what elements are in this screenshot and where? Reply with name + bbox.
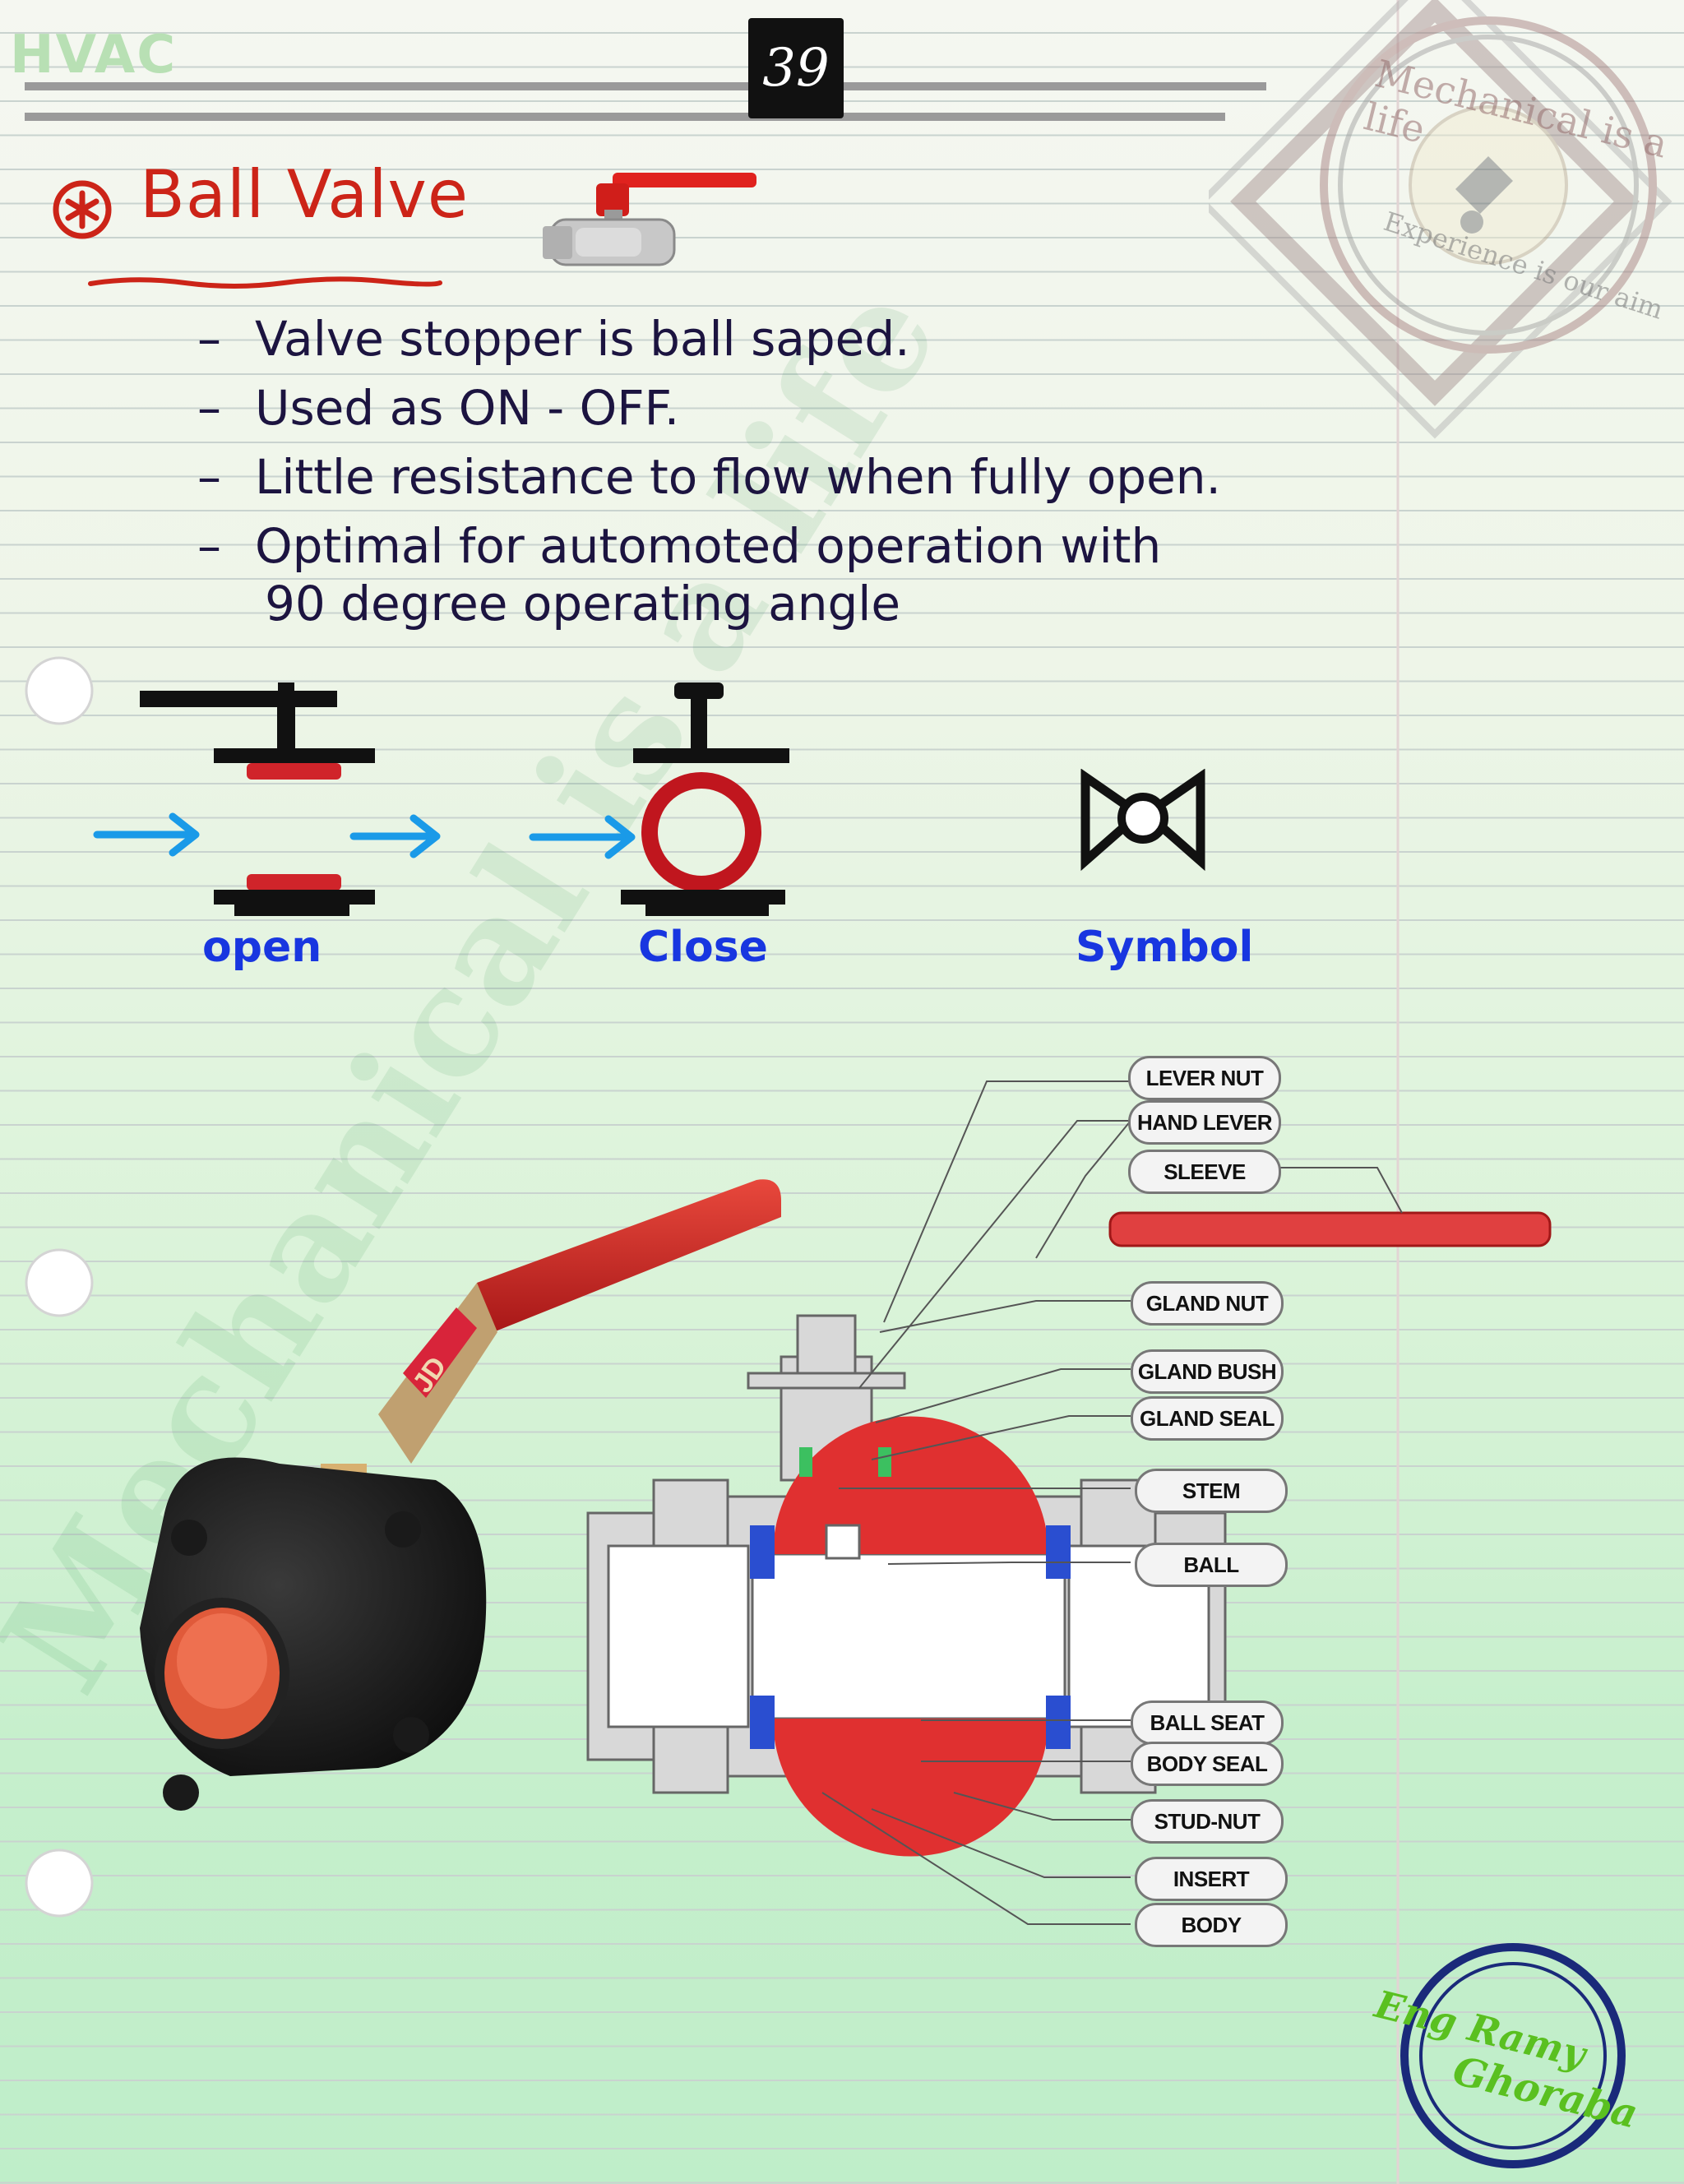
ball-valve-cross-section <box>586 1080 1552 1925</box>
bullet-continuation: 90 degree operating angle <box>265 576 901 632</box>
open-caption: open <box>202 923 322 972</box>
author-stamp <box>1400 1943 1626 2168</box>
bullet-list: –Valve stopper is ball saped. –Used as O… <box>197 304 1221 581</box>
bullet-item: –Optimal for automoted operation with <box>197 518 1162 574</box>
ball-valve-photo: JD <box>140 1179 781 1811</box>
closed-valve-diagram <box>529 682 789 916</box>
part-label-lever-nut: LEVER NUT <box>1128 1056 1281 1100</box>
section-label: HVAC <box>10 25 178 86</box>
bullet-item: –Used as ON - OFF. <box>197 380 680 436</box>
part-label-ball: BALL <box>1135 1543 1288 1587</box>
part-label-gland-nut: GLAND NUT <box>1131 1281 1284 1326</box>
symbol-caption: Symbol <box>1076 923 1254 972</box>
part-label-hand-lever: HAND LEVER <box>1128 1100 1281 1145</box>
asterisk-bullet-icon <box>53 180 112 239</box>
part-label-stud-nut: STUD-NUT <box>1131 1799 1284 1844</box>
bullet-item: –Little resistance to flow when fully op… <box>197 449 1221 505</box>
page-title: Ball Valve <box>140 156 470 233</box>
bullet-text: Used as ON - OFF. <box>255 380 680 436</box>
part-label-ball-seat: BALL SEAT <box>1131 1700 1284 1745</box>
small-ball-valve-image <box>543 173 756 266</box>
watermark-stamp <box>1209 0 1672 439</box>
part-label-body: BODY <box>1135 1903 1288 1947</box>
part-label-sleeve: SLEEVE <box>1128 1150 1281 1194</box>
page-number: 39 <box>748 18 844 118</box>
title-underline <box>88 276 442 289</box>
bullet-text: Valve stopper is ball saped. <box>255 311 910 367</box>
open-valve-diagram <box>93 682 441 916</box>
bullet-item: –Valve stopper is ball saped. <box>197 311 910 367</box>
bullet-text: Little resistance to flow when fully ope… <box>255 449 1221 505</box>
part-label-gland-bush: GLAND BUSH <box>1131 1349 1284 1394</box>
bullet-text: Optimal for automoted operation with <box>255 518 1162 574</box>
part-label-gland-seal: GLAND SEAL <box>1131 1396 1284 1441</box>
ball-valve-symbol-icon <box>1080 769 1205 872</box>
close-caption: Close <box>638 923 768 972</box>
part-label-stem: STEM <box>1135 1469 1288 1513</box>
part-label-insert: INSERT <box>1135 1857 1288 1901</box>
part-label-body-seal: BODY SEAL <box>1131 1742 1284 1786</box>
